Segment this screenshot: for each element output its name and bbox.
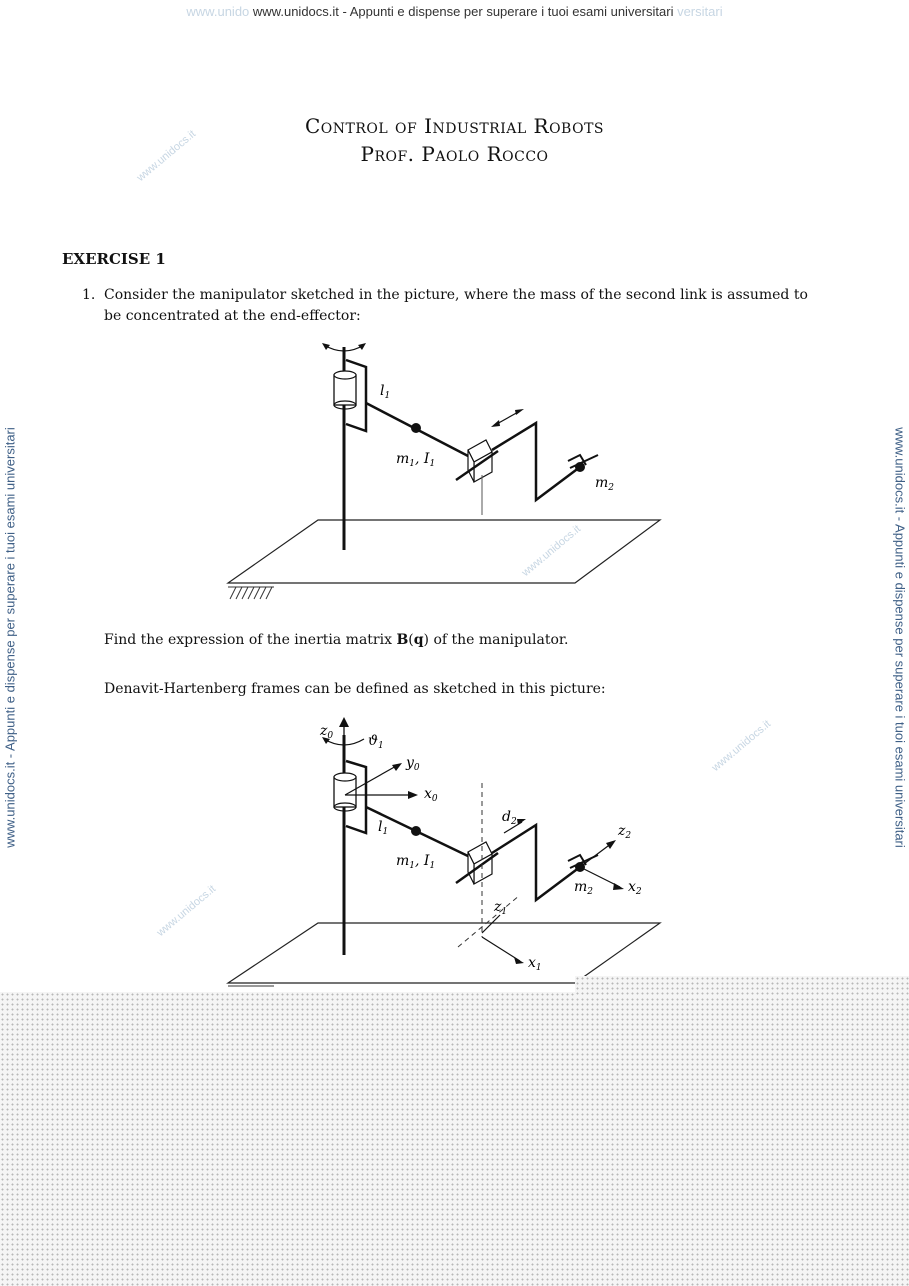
label-x2: x2: [628, 879, 642, 897]
watermark-side-left: www.unidocs.it - Appunti e dispense per …: [2, 427, 18, 848]
label-x1: x1: [528, 955, 542, 973]
label-z0: z0: [319, 723, 333, 741]
label-m2: m2: [574, 879, 593, 897]
stippled-overlay: [0, 992, 909, 1286]
exercise-item: 1. Consider the manipulator sketched in …: [82, 285, 827, 327]
label-y0: y0: [405, 755, 420, 773]
watermark-faint: www.unidocs.it: [154, 883, 219, 939]
label-z1: z1: [493, 899, 507, 917]
label-l1: l1: [378, 819, 388, 837]
watermark-ghost-left: www.unido: [186, 4, 250, 19]
label-theta1: ϑ1: [368, 733, 384, 751]
watermark-header: www.unido www.unidocs.it - Appunti e dis…: [0, 4, 909, 19]
label-m2: m2: [595, 475, 614, 493]
label-z2: z2: [617, 823, 631, 841]
label-x0: x0: [424, 786, 438, 804]
label-l1: l1: [380, 383, 390, 401]
manipulator-figure: l1 m1, I1 m2: [226, 343, 662, 600]
watermark-faint: www.unidocs.it: [709, 718, 774, 774]
document-title: Control of Industrial Robots: [304, 114, 605, 138]
exercise-heading: EXERCISE 1: [62, 250, 166, 268]
document-author: Prof. Paolo Rocco: [360, 142, 549, 166]
label-d2: d2: [502, 809, 517, 827]
watermark-ghost-right: versitari: [677, 4, 723, 19]
find-inertia-text: Find the expression of the inertia matri…: [104, 632, 569, 648]
stippled-overlay-step: [575, 976, 909, 996]
dh-frames-figure: z0 ϑ1 y0 x0 l1 d2 z2 m1, I1 m2 x2 z1 x1: [226, 717, 662, 987]
watermark-side-right: www.unidocs.it - Appunti e dispense per …: [892, 427, 908, 848]
document-title-block: Control of Industrial Robots Prof. Paolo…: [0, 112, 909, 168]
item-text: Consider the manipulator sketched in the…: [104, 287, 808, 324]
watermark-header-text: www.unidocs.it - Appunti e dispense per …: [252, 4, 674, 19]
dh-frames-text: Denavit-Hartenberg frames can be defined…: [104, 681, 606, 697]
label-m1-I1: m1, I1: [396, 451, 435, 469]
item-number: 1.: [82, 287, 96, 303]
label-m1-I1: m1, I1: [396, 853, 435, 871]
